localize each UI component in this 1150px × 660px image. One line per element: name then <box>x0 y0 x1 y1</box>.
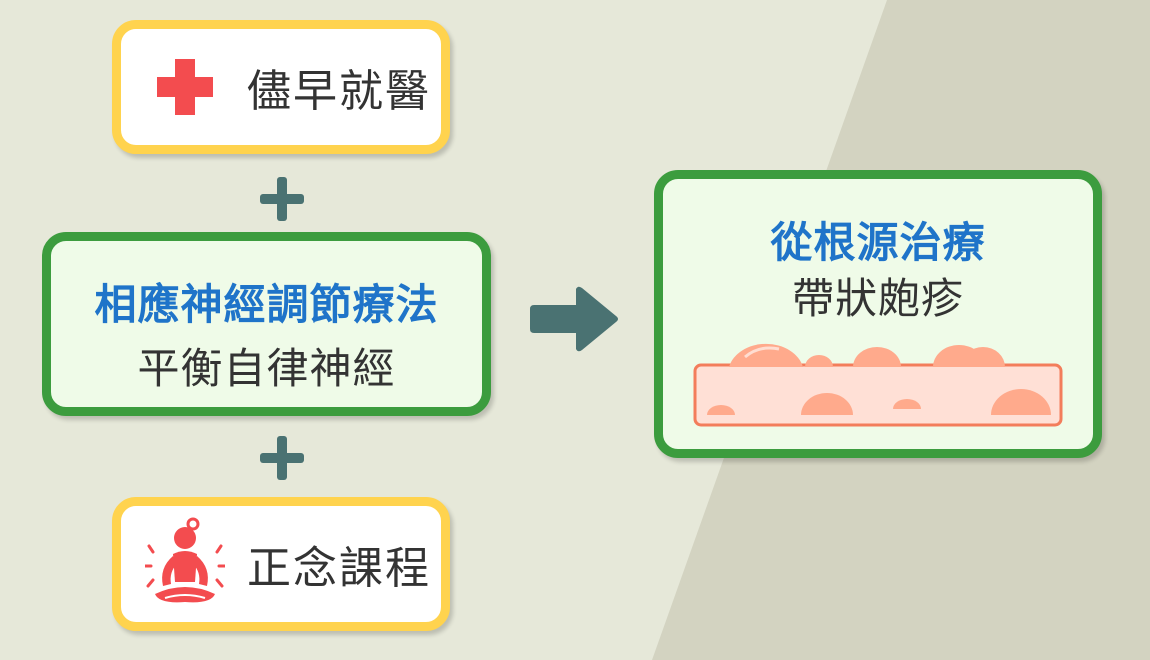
see-doctor-label: 儘早就醫 <box>247 66 431 117</box>
shingles-treatment-box: 從根源治療 帶狀皰疹 <box>654 170 1102 458</box>
result-title: 從根源治療 <box>770 218 986 267</box>
therapy-title: 相應神經調節療法 <box>94 280 439 329</box>
mindfulness-label: 正念課程 <box>247 543 431 594</box>
meditation-icon <box>143 517 227 604</box>
see-doctor-box: 儘早就醫 <box>112 20 450 154</box>
skin-blisters-illustration <box>693 343 1063 427</box>
arrow-right-icon <box>530 285 620 357</box>
result-subtitle: 帶狀皰疹 <box>791 274 964 323</box>
therapy-subtitle: 平衡自律神經 <box>137 344 396 393</box>
neuromodulation-therapy-box: 相應神經調節療法 平衡自律神經 <box>42 232 491 416</box>
red-cross-icon <box>145 47 225 127</box>
mindfulness-course-box: 正念課程 <box>112 497 450 631</box>
plus-icon <box>260 177 304 225</box>
plus-icon <box>260 436 304 484</box>
